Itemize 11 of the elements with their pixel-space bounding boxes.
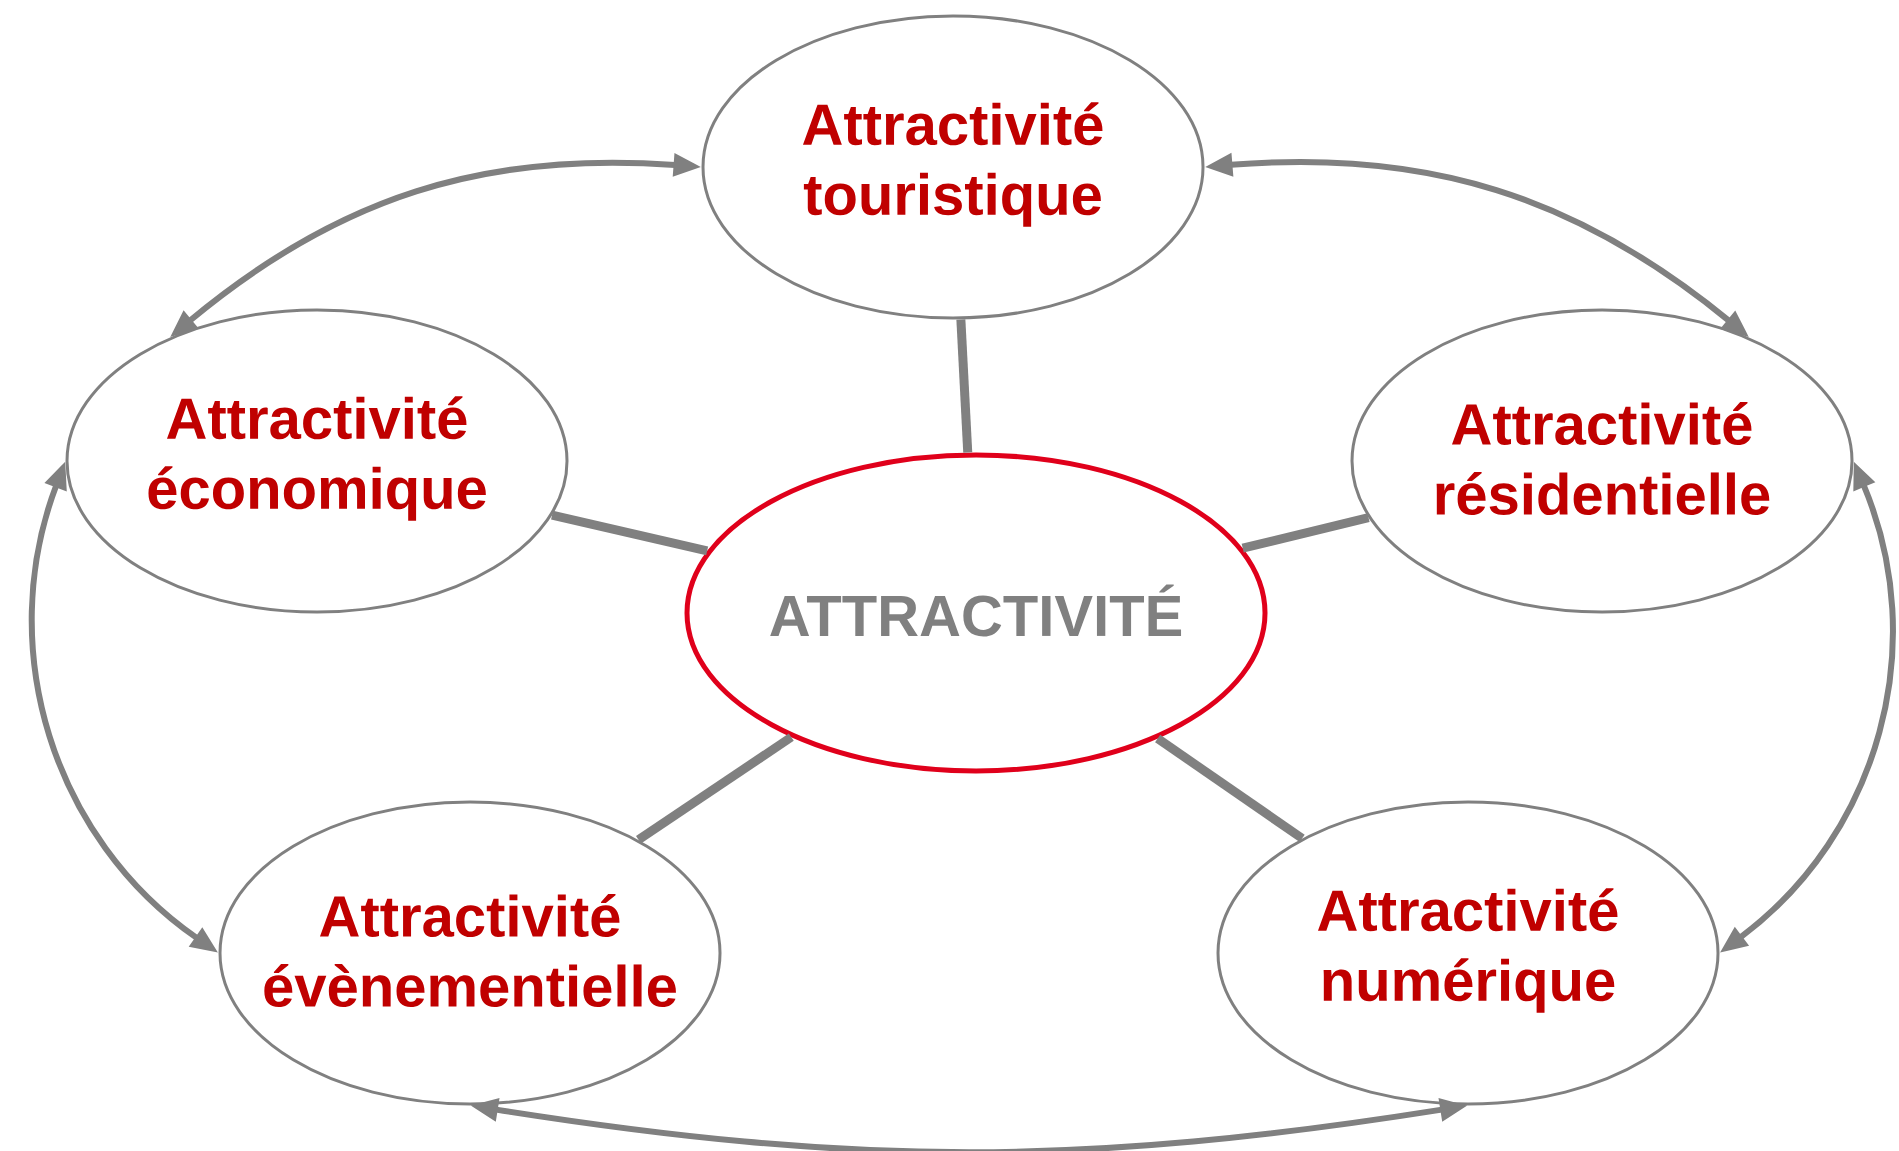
ellipse-node: Attractivité évènementielle	[218, 800, 722, 1106]
connector-line	[1241, 513, 1370, 553]
ellipse-node: Attractivité résidentielle	[1350, 308, 1854, 614]
connector-line	[1155, 734, 1305, 843]
ellipse-node: ATTRACTIVITÉ	[684, 452, 1268, 774]
connector-line	[636, 733, 794, 844]
connector-line	[551, 510, 709, 556]
ellipse-node: Attractivité numérique	[1216, 800, 1720, 1106]
ellipse-node: Attractivité touristique	[701, 14, 1205, 320]
ellipse-node: Attractivité économique	[65, 308, 569, 614]
connector-line	[956, 319, 973, 453]
